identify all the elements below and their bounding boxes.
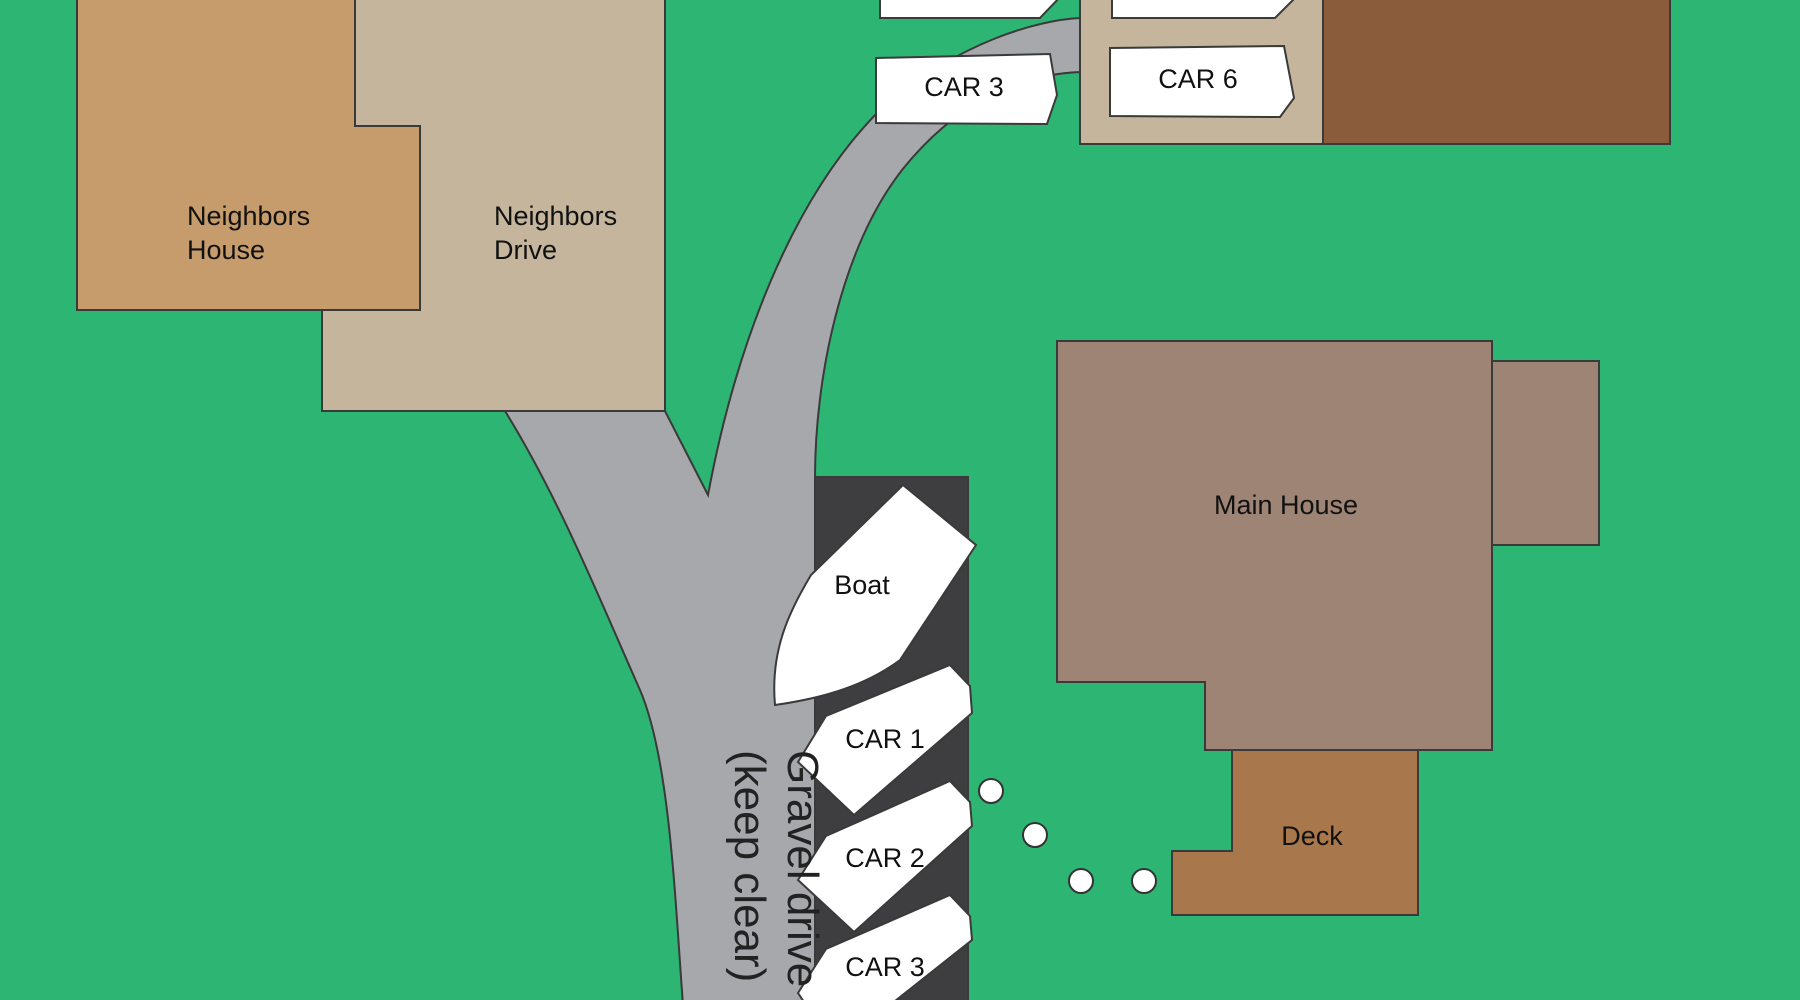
main-house-label: Main House	[1214, 490, 1358, 520]
vehicle-label-boat: Boat	[834, 570, 890, 600]
vehicle-car-1[interactable]: CAR 1	[796, 663, 974, 817]
stepping-stone-icon	[1068, 868, 1094, 894]
vehicle-label-car-6: CAR 6	[1158, 64, 1238, 94]
stepping-stone-icon	[1022, 822, 1048, 848]
vehicle-boat[interactable]: Boat	[773, 483, 978, 707]
gravel-drive-note: (keep clear)	[725, 750, 774, 982]
deck	[1171, 749, 1419, 916]
vehicle-car-6[interactable]: CAR 6	[1109, 44, 1296, 119]
deck-label: Deck	[1281, 821, 1343, 851]
neighbors-drive-label: Neighbors Drive	[494, 201, 625, 265]
outbuilding	[1321, 0, 1671, 145]
svg-text:(keep clear): (keep clear)	[725, 750, 774, 982]
vehicle-car-2[interactable]: CAR 2	[796, 779, 974, 934]
svg-text:Gravel drive: Gravel drive	[778, 750, 827, 987]
vehicle-label-car-3-strip: CAR 3	[845, 952, 925, 982]
neighbors-house	[76, 0, 421, 311]
vehicle-label-car-2: CAR 2	[845, 843, 925, 873]
neighbors-house-label: Neighbors House	[187, 201, 318, 265]
stepping-stone-icon	[978, 778, 1004, 804]
stepping-stones	[978, 778, 1157, 894]
gravel-drive-label: Gravel drive	[778, 750, 827, 987]
top-right-car-clipped	[1111, 0, 1295, 19]
vehicle-label-car-1: CAR 1	[845, 724, 925, 754]
gravel-drive	[503, 16, 1081, 1000]
vehicle-car-3-strip[interactable]: CAR 3	[796, 893, 974, 1000]
vehicle-label-car-3-top: CAR 3	[924, 72, 1004, 102]
top-left-car-clipped	[879, 0, 1059, 19]
vehicle-car-3-top[interactable]: CAR 3	[875, 52, 1059, 126]
stepping-stone-icon	[1131, 868, 1157, 894]
